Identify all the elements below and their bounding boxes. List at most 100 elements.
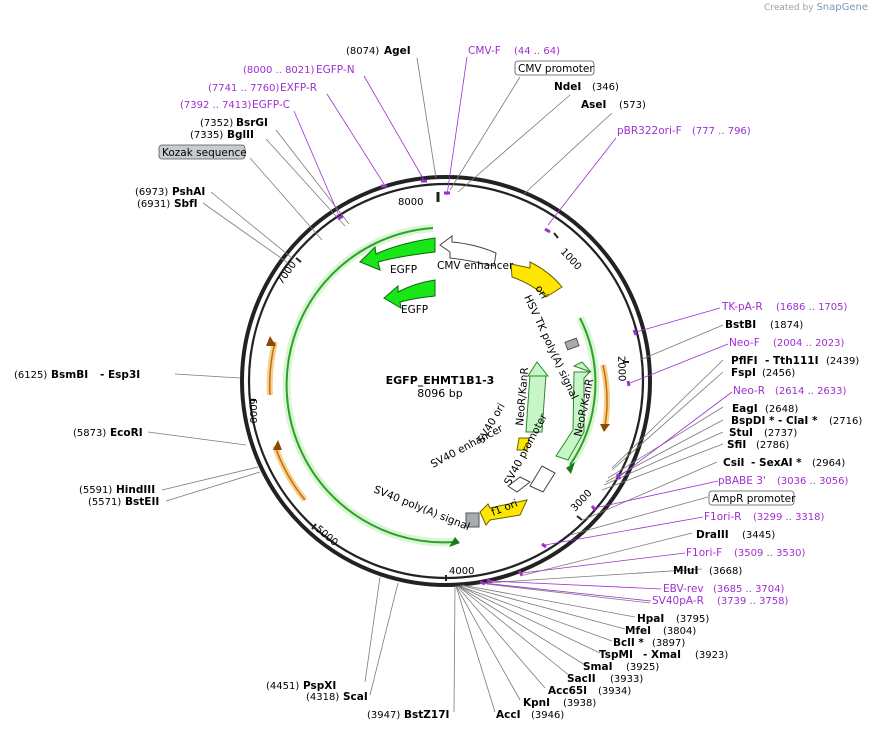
egfp-arrow-inner [383,279,436,309]
svg-text:PspXI: PspXI [303,680,336,692]
svg-text:(5873): (5873) [73,428,106,439]
site-mfei[interactable]: MfeI (3804) [625,625,696,637]
tick-6000: 6000 [247,398,258,423]
svg-text:DraIII: DraIII [696,529,729,541]
site-draiii[interactable]: DraIII (3445) [696,529,775,541]
site-asei[interactable]: AseI (573) [581,99,646,111]
primer-f1ori-f[interactable]: F1ori-F (3509 .. 3530) [686,547,806,559]
site-bstbi[interactable]: BstBI (1874) [725,319,803,331]
feature-ampr-promoter[interactable]: AmpR promoter [708,490,796,506]
site-smai[interactable]: SmaI (3925) [583,661,659,673]
sv40-polya-box [465,512,480,528]
tick-1000: 1000 [558,247,583,273]
site-acc65i[interactable]: Acc65I (3934) [548,685,631,697]
hsv-tk-polya-box [564,337,580,351]
svg-text:CMV promoter: CMV promoter [518,63,594,75]
svg-text:SV40pA-R: SV40pA-R [652,595,704,607]
site-bspdi[interactable]: BspDI * - ClaI * (2716) [731,415,862,427]
site-pflfi[interactable]: PflFI - Tth111I (2439) [731,355,859,367]
backbone-outer [240,175,652,587]
tick-2000: 2000 [615,356,627,382]
site-agei[interactable]: (8074) AgeI [346,45,411,57]
site-fspi[interactable]: FspI (2456) [731,367,795,379]
svg-text:(7741 .. 7760): (7741 .. 7760) [208,83,280,94]
label-neokanr-inner: NeoR/KanR [514,367,531,426]
site-eagi[interactable]: EagI (2648) [732,403,798,415]
svg-text:(3897): (3897) [652,638,685,649]
site-bcli[interactable]: BclI * (3897) [613,637,685,649]
primer-ebv-rev[interactable]: EBV-rev (3685 .. 3704) [663,583,785,595]
tick-marks [250,192,629,581]
site-hpai[interactable]: HpaI (3795) [637,613,709,625]
site-bsmbi[interactable]: (6125) BsmBI - Esp3I [14,369,140,381]
svg-text:(2964): (2964) [812,458,845,469]
feature-kozak-sequence[interactable]: Kozak sequence [158,144,247,160]
svg-text:- SexAI *: - SexAI * [751,457,802,469]
primer-pbabe-3[interactable]: pBABE 3' (3036 .. 3056) [718,475,849,487]
primer-pbr322ori-f[interactable]: pBR322ori-F (777 .. 796) [617,125,751,137]
site-ndei[interactable]: NdeI (346) [554,81,619,93]
svg-text:(7335): (7335) [190,130,223,141]
site-sbfi[interactable]: (6931) SbfI [137,198,198,210]
site-acci[interactable]: AccI (3946) [496,709,564,721]
svg-text:PflFI: PflFI [731,355,758,367]
site-pshai[interactable]: (6973) PshAI [135,186,205,198]
svg-text:pBABE 3': pBABE 3' [718,475,766,487]
site-mlui[interactable]: MluI (3668) [673,565,742,577]
svg-text:(3668): (3668) [709,566,742,577]
svg-text:Neo-R: Neo-R [733,385,765,397]
svg-text:pBR322ori-F: pBR322ori-F [617,125,682,137]
primer-neo-r[interactable]: Neo-R (2614 .. 2633) [733,385,847,397]
site-pspxi[interactable]: (4451) PspXI [266,680,336,692]
primer-sv40pa-r[interactable]: SV40pA-R (3739 .. 3758) [652,595,789,607]
primer-egfp-n[interactable]: (8000 .. 8021) EGFP-N [243,64,355,76]
site-hindiii[interactable]: (5591) HindIII [79,484,155,496]
svg-text:(5591): (5591) [79,485,112,496]
site-tspmi[interactable]: TspMI - XmaI (3923) [599,649,728,661]
primer-f1ori-r[interactable]: F1ori-R (3299 .. 3318) [704,511,825,523]
primer-cmv-f[interactable]: CMV-F (44 .. 64) [468,45,560,57]
svg-text:- XmaI: - XmaI [643,649,681,661]
feature-cmv-promoter[interactable]: CMV promoter [514,60,595,76]
site-kpni[interactable]: KpnI (3938) [523,697,596,709]
svg-text:Kozak sequence: Kozak sequence [162,147,247,159]
svg-text:BglII: BglII [227,129,254,141]
site-bsteii[interactable]: (5571) BstEII [88,496,159,508]
svg-text:(3036 .. 3056): (3036 .. 3056) [777,476,849,487]
svg-text:(3795): (3795) [676,614,709,625]
site-sacii[interactable]: SacII (3933) [567,673,643,685]
svg-text:AmpR promoter: AmpR promoter [712,493,796,505]
svg-text:(346): (346) [592,82,619,93]
svg-text:EagI: EagI [732,403,758,415]
site-csii[interactable]: CsiI - SexAI * (2964) [723,457,845,469]
svg-text:Acc65I: Acc65I [548,685,587,697]
svg-text:SacII: SacII [567,673,596,685]
primer-tk-pa-r[interactable]: TK-pA-R (1686 .. 1705) [721,301,848,313]
svg-text:ScaI: ScaI [343,691,368,703]
svg-text:F1ori-F: F1ori-F [686,547,722,559]
svg-text:EGFP-C: EGFP-C [252,99,290,111]
primer-egfp-c[interactable]: (7392 .. 7413) EGFP-C [180,99,290,111]
site-ecori[interactable]: (5873) EcoRI [73,427,143,439]
site-stui[interactable]: StuI (2737) [729,427,797,439]
primer-exfp-r[interactable]: (7741 .. 7760) EXFP-R [208,82,317,94]
site-scai[interactable]: (4318) ScaI [306,691,368,703]
site-bstz17i[interactable]: (3947) BstZ17I [367,709,449,721]
svg-text:F1ori-R: F1ori-R [704,511,741,523]
svg-text:HindIII: HindIII [116,484,155,496]
svg-text:(3934): (3934) [598,686,631,697]
svg-text:- Esp3I: - Esp3I [100,369,140,381]
site-bglii[interactable]: (7335) BglII [190,129,254,141]
site-bsrgi[interactable]: (7352) BsrGI [200,117,268,129]
label-sv40-enhancer: SV40 enhancer [429,422,506,470]
svg-text:CsiI: CsiI [723,457,744,469]
site-sfii[interactable]: SfiI (2786) [727,439,789,451]
svg-text:(44 .. 64): (44 .. 64) [514,46,560,57]
svg-text:(2614 .. 2633): (2614 .. 2633) [775,386,847,397]
primer-neo-f[interactable]: Neo-F (2004 .. 2023) [729,337,845,349]
svg-text:(2737): (2737) [764,428,797,439]
label-cmv-enhancer: CMV enhancer [437,260,514,272]
svg-text:(2786): (2786) [756,440,789,451]
sv40-ori-box [516,437,530,451]
svg-text:(4318): (4318) [306,692,339,703]
